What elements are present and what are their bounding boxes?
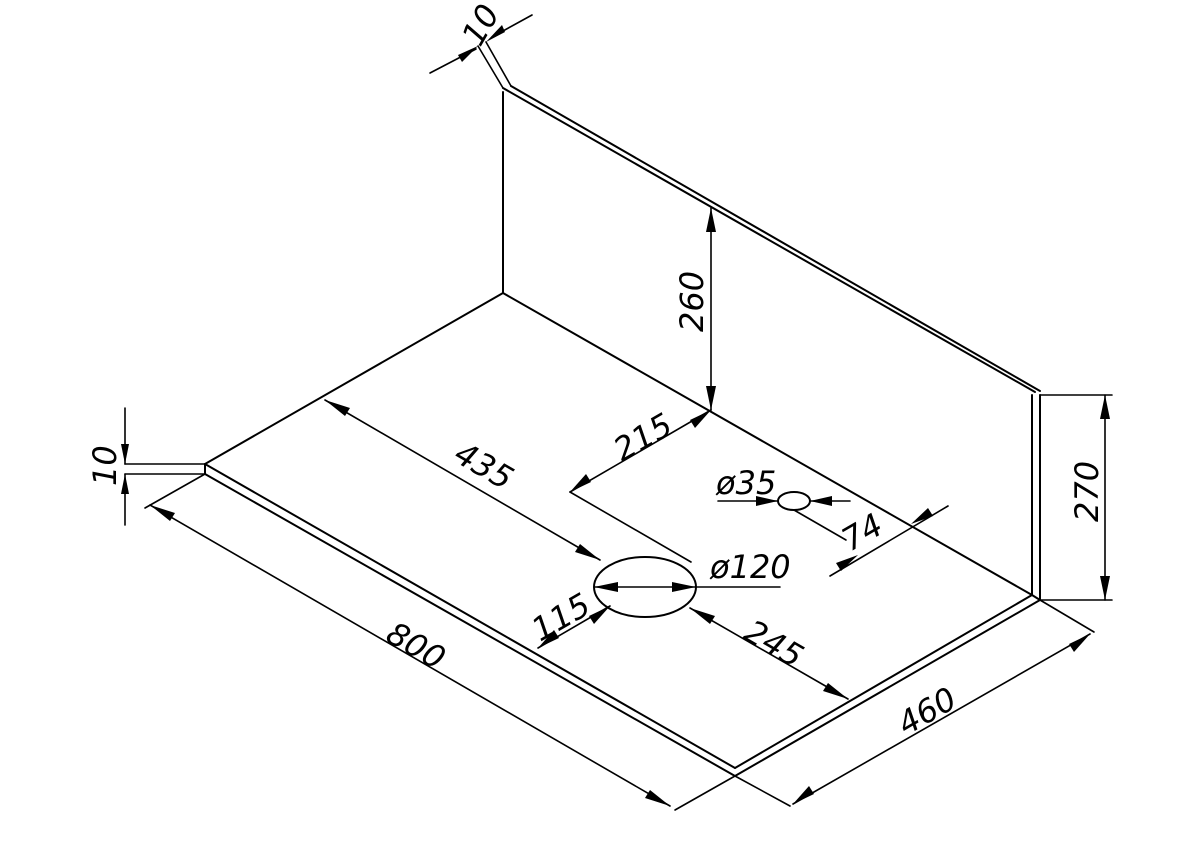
- dim-label-10-top: 10: [454, 0, 507, 52]
- dim-overall-length: 800: [144, 473, 736, 811]
- dim-label-800: 800: [380, 614, 452, 677]
- dim-label-245: 245: [738, 612, 810, 675]
- dim-label-215: 215: [607, 405, 679, 468]
- dim-large-hole-diameter: ø120: [593, 548, 791, 592]
- dim-label-d35: ø35: [715, 464, 776, 502]
- dim-label-260: 260: [673, 271, 711, 332]
- dim-label-115: 115: [525, 585, 597, 648]
- dim-label-270: 270: [1068, 461, 1106, 522]
- dim-backsplash-height: 260: [673, 207, 716, 411]
- dim-label-10-left: 10: [86, 445, 124, 486]
- dim-large-hole-side-offset: 245: [689, 607, 849, 700]
- dim-hole-offset-x: 435: [324, 399, 601, 561]
- dim-hole-offset-y: 215: [569, 405, 712, 563]
- dim-side-height: 270: [1039, 394, 1113, 601]
- dim-edge-thickness-left: 10: [86, 407, 206, 526]
- dim-label-435: 435: [448, 434, 520, 497]
- dim-small-hole-offset: 74: [793, 505, 949, 577]
- small-hole: [777, 491, 811, 511]
- dim-label-d120: ø120: [709, 548, 791, 586]
- dim-label-74: 74: [835, 506, 889, 559]
- dim-label-460: 460: [891, 679, 963, 742]
- slab-outline: [204, 85, 1041, 777]
- dim-edge-thickness-top: 10: [429, 0, 533, 89]
- dim-small-hole-diameter: ø35: [715, 464, 851, 506]
- dim-large-hole-edge-offset: 115: [525, 585, 611, 649]
